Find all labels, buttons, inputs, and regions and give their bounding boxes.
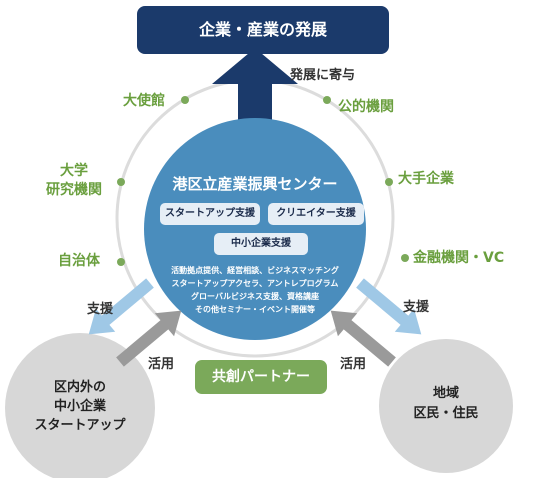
top-box-title: 企業・産業の発展 [198, 20, 327, 39]
orbit-dot [117, 258, 125, 266]
support-arrow-left [88, 278, 154, 335]
use-arrow-left [116, 310, 182, 367]
orbit-dot [385, 178, 393, 186]
service-line: 活動拠点提供、経営相談、ビジネスマッチング [171, 266, 339, 275]
partner-finance: 金融機関・VC [413, 250, 505, 266]
service-line: スタートアップアクセラ、アントレプログラム [171, 279, 339, 288]
orbit-dot [323, 96, 331, 104]
orbit-dot [401, 254, 409, 262]
center-title: 港区立産業振興センター [172, 175, 338, 193]
chip-creator: クリエイター支援 [268, 203, 364, 225]
top-box: 企業・産業の発展 [137, 6, 389, 54]
support-label-right: 支援 [403, 300, 430, 315]
center-circle [144, 118, 366, 340]
use-label-right: 活用 [340, 357, 367, 372]
service-line: その他セミナー・イベント開催等 [195, 305, 315, 314]
partner-local-gov: 自治体 [58, 253, 100, 269]
partner-box-label: 共創パートナー [212, 369, 310, 385]
orbit-dot [117, 178, 125, 186]
arrow-label: 発展に寄与 [290, 68, 356, 83]
contribution-arrow [212, 48, 298, 125]
right-circle-text: 地域 区民・住民 [413, 386, 479, 421]
partner-university: 大学 研究機関 [46, 163, 102, 198]
right-circle [379, 339, 513, 473]
support-label-left: 支援 [87, 302, 114, 317]
partner-large-corp: 大手企業 [398, 171, 454, 187]
chip-sme: 中小企業支援 [214, 233, 308, 255]
support-arrow-right [356, 278, 422, 335]
left-circle-text: 区内外の 中小企業 スタートアップ [34, 380, 126, 433]
use-label-left: 活用 [148, 357, 175, 372]
partner-embassy: 大使館 [123, 93, 165, 109]
center-content: 港区立産業振興センター スタートアップ支援 クリエイター支援 中小企業支援 活動… [144, 118, 366, 340]
use-arrow-right [330, 310, 396, 367]
partner-public: 公的機関 [338, 99, 394, 115]
orbit-dot [181, 96, 189, 104]
partner-box: 共創パートナー [195, 360, 327, 394]
left-circle [5, 333, 155, 478]
service-line: グローバルビジネス支援、資格講座 [191, 292, 319, 301]
chip-startup: スタートアップ支援 [160, 203, 260, 225]
